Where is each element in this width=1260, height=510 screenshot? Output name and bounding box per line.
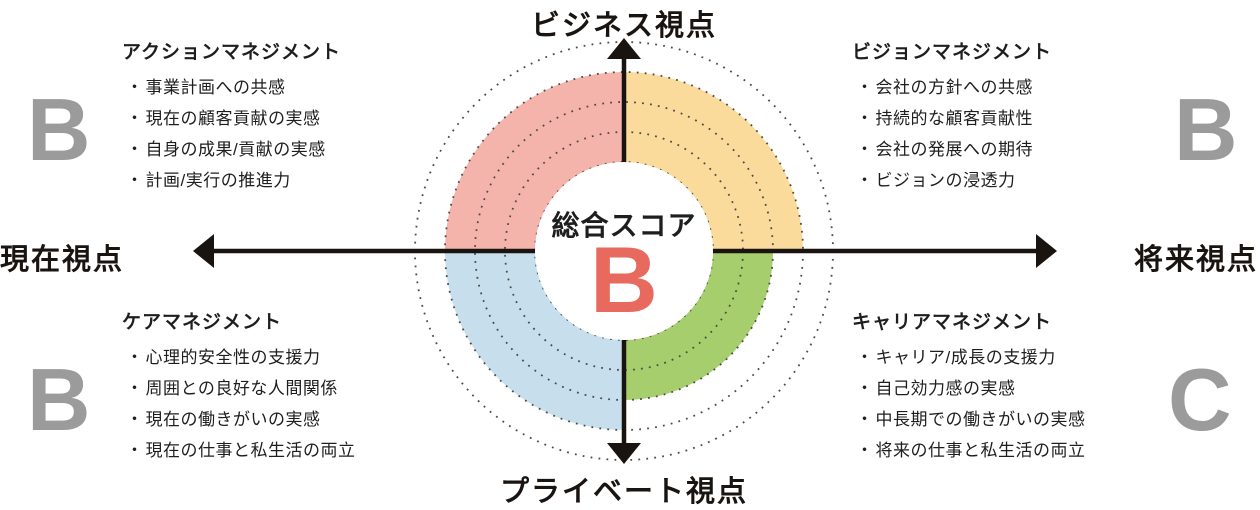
- bullet-icon: ・: [856, 78, 874, 97]
- down-arrowhead-icon: [607, 443, 641, 464]
- bullet-icon: ・: [126, 140, 144, 159]
- quadrant-block-care: ケアマネジメント ・心理的安全性の支援力 ・周囲との良好な人間関係 ・現在の働き…: [122, 307, 452, 472]
- grade-top-left: B: [27, 80, 91, 179]
- quadrant-item-label: 心理的安全性の支援力: [145, 348, 321, 367]
- axis-label-present: 現在視点: [0, 244, 125, 276]
- bullet-icon: ・: [126, 171, 144, 190]
- quadrant-item: ・持続的な顧客貢献性: [852, 109, 1182, 129]
- grade-top-right: B: [1174, 80, 1238, 179]
- bullet-icon: ・: [856, 140, 874, 159]
- quadrant-item-label: 自己効力感の実感: [875, 379, 1016, 398]
- bullet-icon: ・: [856, 379, 874, 398]
- quadrant-block-career: キャリアマネジメント ・キャリア/成長の支援力 ・自己効力感の実感 ・中長期での…: [852, 307, 1182, 472]
- quadrant-arcs: [445, 72, 803, 430]
- bullet-icon: ・: [126, 410, 144, 429]
- grade-bottom-right: C: [1168, 350, 1232, 449]
- quadrant-item: ・自身の成果/貢献の実感: [122, 140, 452, 160]
- total-score-label: 総合スコア: [551, 210, 697, 241]
- quadrant-title: アクションマネジメント: [122, 42, 342, 63]
- quadrant-item-label: ビジョンの浸透力: [875, 171, 1016, 190]
- bullet-icon: ・: [856, 171, 874, 190]
- bullet-icon: ・: [856, 410, 874, 429]
- bullet-icon: ・: [126, 379, 144, 398]
- quadrant-item-label: キャリア/成長の支援力: [875, 348, 1056, 367]
- total-score-grade: B: [590, 227, 658, 332]
- quadrant-item-label: 周囲との良好な人間関係: [145, 379, 338, 398]
- quadrant-arc-top-left: [445, 72, 624, 251]
- quadrant-item: ・計画/実行の推進力: [122, 171, 452, 191]
- quadrant-title: キャリアマネジメント: [852, 312, 1053, 333]
- quadrant-item-label: 会社の方針への共感: [875, 78, 1033, 97]
- quadrant-item: ・現在の働きがいの実感: [122, 410, 452, 430]
- quadrant-item: ・会社の方針への共感: [852, 78, 1182, 98]
- quadrant-item-label: 将来の仕事と私生活の両立: [875, 441, 1086, 460]
- quadrant-arc-top-right: [624, 72, 803, 251]
- quadrant-block-action: アクションマネジメント ・事業計画への共感 ・現在の顧客貢献の実感 ・自身の成果…: [122, 37, 452, 202]
- quadrant-item: ・中長期での働きがいの実感: [852, 410, 1182, 430]
- bullet-icon: ・: [126, 78, 144, 97]
- quadrant-item: ・会社の発展への期待: [852, 140, 1182, 160]
- quadrant-item: ・自己効力感の実感: [852, 379, 1182, 399]
- quadrant-item-label: 現在の働きがいの実感: [145, 410, 321, 429]
- bullet-icon: ・: [126, 348, 144, 367]
- quadrant-item-label: 自身の成果/貢献の実感: [145, 140, 326, 159]
- quadrant-item-label: 計画/実行の推進力: [145, 171, 291, 190]
- quadrant-item-label: 現在の顧客貢献の実感: [145, 109, 321, 128]
- quadrant-item: ・キャリア/成長の支援力: [852, 348, 1182, 368]
- bullet-icon: ・: [126, 109, 144, 128]
- quadrant-item: ・心理的安全性の支援力: [122, 348, 452, 368]
- grade-bottom-left: B: [27, 350, 91, 449]
- quadrant-title: ビジョンマネジメント: [852, 42, 1053, 63]
- quadrant-item: ・現在の仕事と私生活の両立: [122, 441, 452, 461]
- quadrant-item: ・周囲との良好な人間関係: [122, 379, 452, 399]
- bullet-icon: ・: [856, 348, 874, 367]
- bullet-icon: ・: [126, 441, 144, 460]
- quadrant-item: ・将来の仕事と私生活の両立: [852, 441, 1182, 461]
- center-circle: [535, 162, 713, 340]
- quadrant-item: ・現在の顧客貢献の実感: [122, 109, 452, 129]
- quadrant-item-label: 現在の仕事と私生活の両立: [145, 441, 356, 460]
- quadrant-block-vision: ビジョンマネジメント ・会社の方針への共感 ・持続的な顧客貢献性 ・会社の発展へ…: [852, 37, 1182, 202]
- bullet-icon: ・: [856, 441, 874, 460]
- up-arrowhead-icon: [607, 38, 641, 59]
- bullet-icon: ・: [856, 109, 874, 128]
- axis-label-future: 将来視点: [1133, 244, 1258, 276]
- quadrant-item: ・事業計画への共感: [122, 78, 452, 98]
- quadrant-item-label: 中長期での働きがいの実感: [875, 410, 1086, 429]
- quadrant-item-label: 会社の発展への期待: [875, 140, 1033, 159]
- quadrant-arc-bottom-right: [624, 251, 773, 400]
- left-arrowhead-icon: [193, 234, 214, 268]
- quadrant-arc-bottom-left: [445, 251, 624, 430]
- quadrant-item-label: 持続的な顧客貢献性: [875, 109, 1033, 128]
- right-arrowhead-icon: [1036, 234, 1057, 268]
- quadrant-title: ケアマネジメント: [122, 312, 283, 333]
- axis-label-business: ビジネス視点: [530, 10, 718, 42]
- quadrant-item: ・ビジョンの浸透力: [852, 171, 1182, 191]
- quadrant-item-label: 事業計画への共感: [145, 78, 286, 97]
- axis-label-private: プライベート視点: [499, 476, 749, 508]
